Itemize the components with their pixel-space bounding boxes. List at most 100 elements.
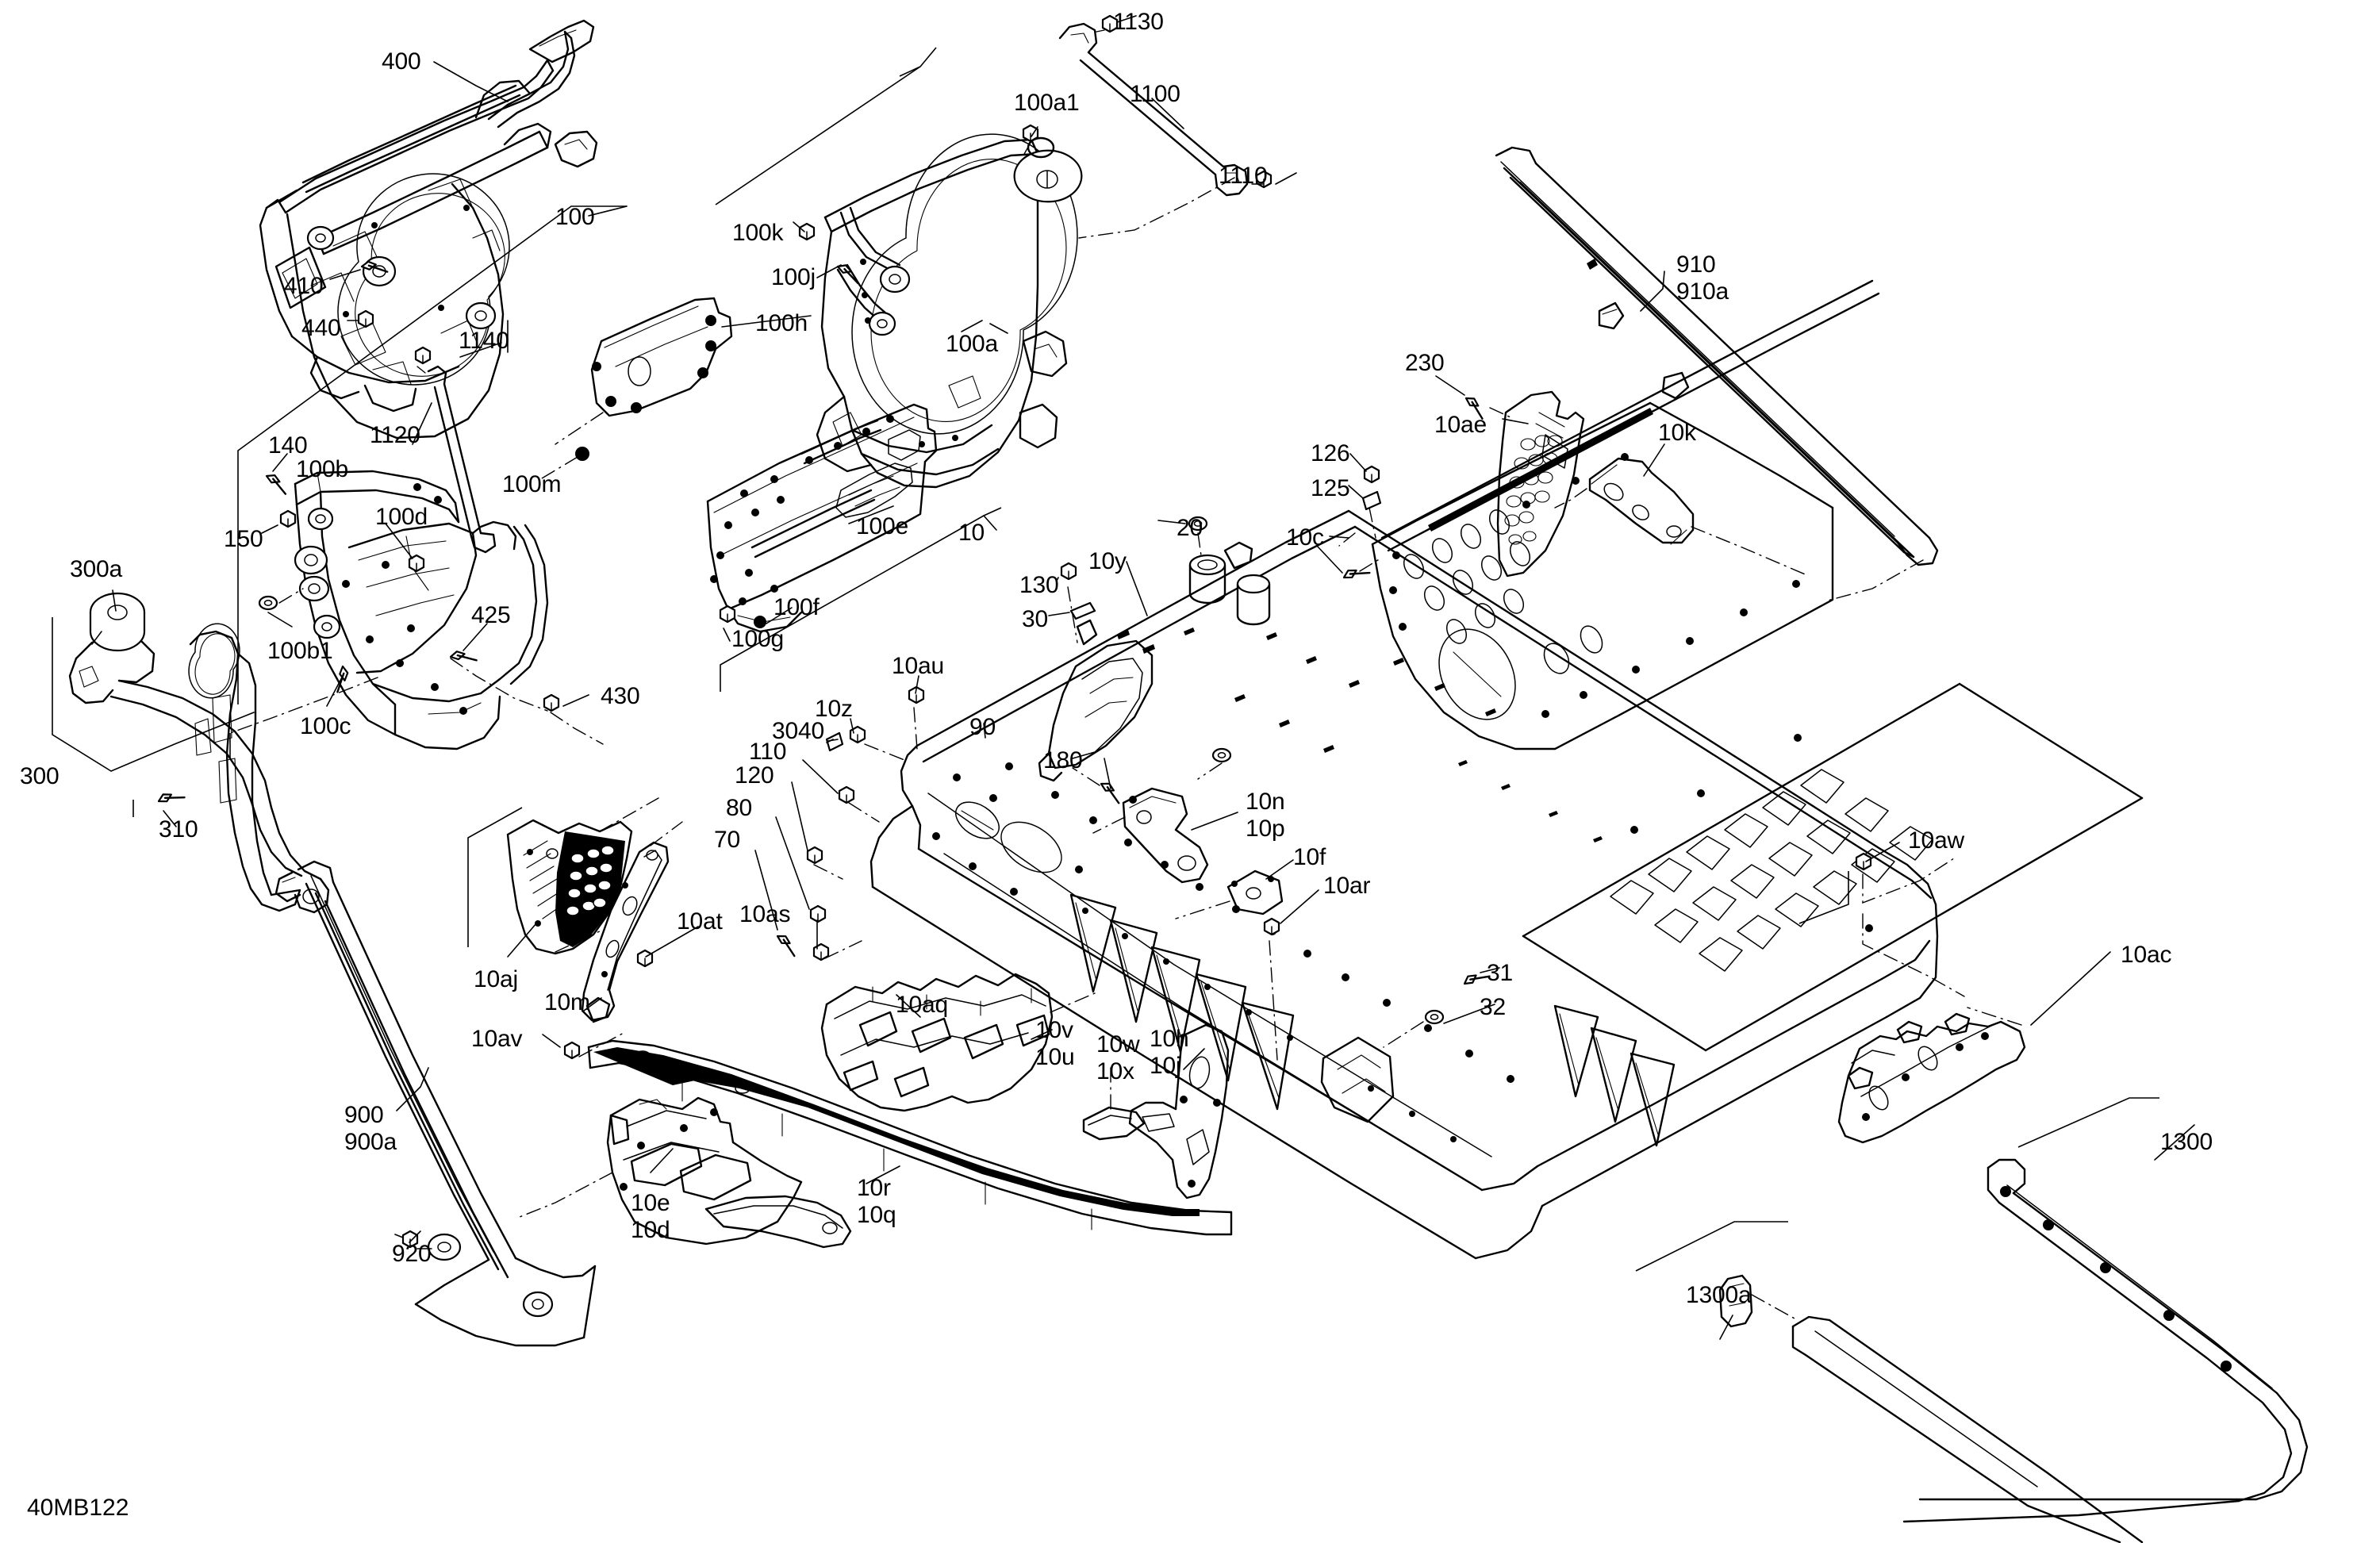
fastener-30 [1069, 601, 1096, 620]
fastener-1140 [414, 346, 432, 365]
fastener-10at [636, 949, 654, 968]
callout-425: 425 [471, 602, 511, 628]
part-10ae-grille-bracket [1496, 390, 1585, 578]
part-900-side-rail [274, 860, 597, 1347]
callout-80: 80 [726, 795, 752, 821]
callout-140: 140 [268, 432, 308, 459]
part-10ac-crossmember [1837, 1012, 2026, 1144]
callout-100a1: 100a1 [1014, 90, 1080, 116]
callout-10aj: 10aj [474, 966, 518, 992]
fastener-70 [772, 931, 802, 958]
callout-430: 430 [601, 683, 640, 709]
callout-10c: 10c [1286, 524, 1324, 551]
callout-10w: 10w 10x [1096, 1031, 1140, 1084]
part-10f-plate [1226, 869, 1284, 915]
fastener-180 [1096, 779, 1126, 804]
callout-1110: 1110 [1219, 163, 1268, 189]
fastener-440 [357, 309, 374, 328]
part-lower-rail-segment [1791, 1315, 2144, 1543]
callout-410: 410 [284, 273, 324, 299]
part-300a-bushing [89, 592, 146, 652]
part-10m-arm [581, 841, 670, 1023]
fastener-150 [279, 509, 297, 528]
fastener-10ar [1263, 917, 1280, 936]
part-10w-plate [1082, 1106, 1146, 1141]
callout-10f: 10f [1293, 844, 1326, 870]
fastener-10av [563, 1041, 581, 1060]
callout-10y: 10y [1088, 548, 1127, 574]
fastener-100g [719, 605, 736, 624]
part-10n-link [1122, 787, 1209, 884]
callout-1140: 1140 [459, 328, 509, 354]
fastener-410 [360, 258, 389, 277]
callout-130: 130 [1019, 572, 1059, 598]
callout-1100: 1100 [1130, 81, 1180, 107]
part-1120-strut [427, 365, 497, 554]
callout-100c: 100c [300, 713, 351, 739]
fastener-130 [1060, 562, 1077, 581]
fastener-100k [798, 222, 816, 241]
callout-230: 230 [1405, 350, 1445, 376]
callout-120: 120 [735, 762, 774, 789]
callout-100h: 100h [755, 310, 808, 336]
part-10-side-panel-perforated [1371, 279, 1880, 750]
callout-90: 90 [969, 714, 996, 740]
sheet-code: 40MB122 [27, 1495, 129, 1521]
fastener-80 [809, 904, 827, 923]
callout-10k: 10k [1658, 420, 1696, 446]
fastener-10as [812, 942, 830, 961]
callout-1120: 1120 [370, 422, 420, 448]
callout-110: 110 [749, 739, 787, 765]
callout-1300: 1300 [2160, 1129, 2213, 1155]
part-910-rail [1495, 146, 1939, 566]
callout-10ae: 10ae [1434, 412, 1487, 438]
fastener-125 [1361, 490, 1382, 511]
callout-910: 910 910a [1676, 251, 1729, 305]
fastener-140 [262, 471, 292, 495]
callout-100m: 100m [502, 471, 562, 497]
callout-1130: 1130 [1113, 9, 1164, 35]
callout-100b1: 100b1 [267, 638, 333, 664]
callout-10at: 10at [677, 908, 723, 935]
callout-31: 31 [1487, 960, 1513, 986]
callout-920: 920 [392, 1241, 432, 1267]
callout-10ac: 10ac [2121, 942, 2172, 968]
callout-10av: 10av [471, 1026, 523, 1052]
callout-180: 180 [1043, 747, 1083, 773]
callout-10as: 10as [739, 901, 791, 927]
fastener-100c [332, 665, 351, 693]
callout-10: 10 [958, 520, 985, 546]
callout-440: 440 [301, 315, 341, 341]
fastener-10aw [1855, 852, 1872, 871]
callout-100a: 100a [946, 331, 998, 357]
fastener-110 [838, 785, 855, 804]
callout-30: 30 [1022, 606, 1048, 632]
callout-10h: 10h 10j [1150, 1026, 1189, 1079]
callout-10aq: 10aq [896, 992, 948, 1018]
fastener-100a1 [1022, 124, 1039, 143]
fastener-90 [1211, 747, 1232, 763]
callout-3040: 3040 [772, 718, 824, 744]
fastener-10z [849, 725, 866, 744]
part-100h-plate [590, 297, 733, 417]
fastener-310 [155, 785, 186, 810]
part-1300-bumper [1902, 1158, 2309, 1523]
part-10-tunnel-assembly [869, 509, 2144, 1260]
callout-100k: 100k [732, 220, 784, 246]
fastener-100j [834, 262, 864, 285]
part-400-front-frame-assembly [259, 19, 598, 439]
fastener-100b1 [258, 595, 278, 611]
callout-20: 20 [1177, 515, 1203, 541]
callout-10r: 10r 10q [857, 1175, 896, 1228]
callout-10v: 10v 10u [1035, 1017, 1075, 1070]
callout-900: 900 900a [344, 1102, 397, 1155]
part-10aj-grille-panel [506, 819, 633, 955]
fastener-425 [448, 647, 478, 666]
callout-100e: 100e [856, 513, 908, 539]
callout-10z: 10z [815, 696, 853, 722]
callout-300: 300 [20, 763, 60, 789]
fastener-120 [806, 846, 823, 865]
callout-1300a: 1300a [1686, 1282, 1752, 1308]
fastener-126 [1363, 465, 1380, 484]
